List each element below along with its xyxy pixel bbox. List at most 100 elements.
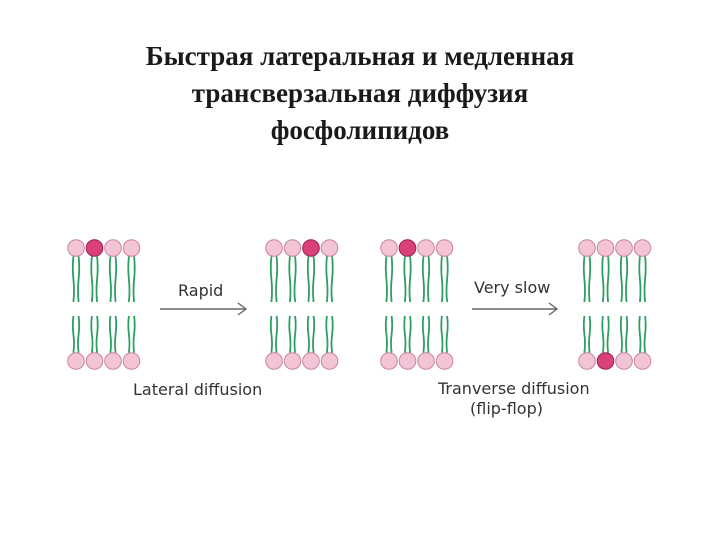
lipid-head	[283, 352, 302, 370]
caption-transverse: Tranverse diffusion	[437, 379, 590, 398]
lipid-head	[380, 352, 398, 370]
lipid-tail	[108, 315, 112, 353]
lipid-head	[435, 239, 454, 257]
lipid-head	[302, 352, 320, 370]
lipid-tail	[275, 256, 279, 303]
lipid-tail	[445, 256, 449, 303]
lipid-head	[596, 239, 615, 257]
arrow-lateral	[160, 302, 248, 316]
lipid-tail	[421, 315, 425, 353]
lipid-head	[85, 352, 104, 370]
lipid-tail	[408, 256, 412, 303]
lipid-head-marked	[596, 352, 615, 370]
lipid-tail	[427, 256, 431, 303]
lipid-tail	[638, 256, 642, 303]
bilayers-group	[67, 239, 652, 370]
lipid-tail	[601, 315, 605, 353]
lipid-tail	[403, 315, 407, 353]
lipid-tail	[643, 256, 647, 303]
bilayer-transverse-before	[380, 239, 454, 370]
lipid-head	[417, 239, 435, 257]
title-line-2: трансверзальная диффузия	[191, 78, 529, 108]
lipid-tail	[127, 256, 131, 303]
lipid-tail	[384, 256, 388, 303]
lipid-head	[265, 239, 283, 257]
lipid-tail	[325, 315, 329, 353]
lipid-tail	[132, 256, 136, 303]
lipid-tail	[330, 315, 334, 353]
lipid-tail	[71, 256, 75, 303]
lipid-tail	[606, 256, 610, 303]
lipid-tail	[403, 256, 407, 303]
lipid-tail	[625, 315, 629, 353]
lipid-tail	[390, 256, 394, 303]
page-title: Быстрая латеральная и медленная трансвер…	[0, 38, 720, 149]
lipid-head	[578, 352, 596, 370]
lipid-tail	[440, 256, 444, 303]
lipid-tail	[77, 315, 81, 353]
lipid-head-marked	[85, 239, 104, 257]
lipid-tail	[427, 315, 431, 353]
bilayer-lateral-before	[67, 239, 141, 370]
lipid-tail	[293, 256, 297, 303]
lipid-tail	[619, 315, 623, 353]
lipid-tail	[330, 256, 334, 303]
lipid-tail	[275, 315, 279, 353]
lipid-head	[104, 239, 122, 257]
lipid-tail	[445, 315, 449, 353]
arrow-lateral-label: Rapid	[178, 281, 223, 300]
lipid-tail	[312, 256, 316, 303]
lipid-head	[633, 352, 652, 370]
lipid-head	[104, 352, 122, 370]
lipid-tail	[288, 315, 292, 353]
bilayer-transverse-after	[578, 239, 652, 370]
lipid-tail	[588, 256, 592, 303]
lipid-tail	[619, 256, 623, 303]
lipid-tail	[269, 256, 273, 303]
arrow-transverse	[472, 302, 559, 316]
lipid-tail	[384, 315, 388, 353]
title-line-1: Быстрая латеральная и медленная	[145, 41, 575, 71]
lipid-tail	[408, 315, 412, 353]
lipid-head	[283, 239, 302, 257]
lipid-head-marked	[302, 239, 320, 257]
lipid-tail	[390, 315, 394, 353]
lipid-tail	[293, 315, 297, 353]
lipid-head	[122, 352, 141, 370]
lipid-head	[122, 239, 141, 257]
lipid-tail	[643, 315, 647, 353]
lipid-head	[67, 352, 85, 370]
lipid-tail	[606, 315, 610, 353]
lipid-tail	[582, 256, 586, 303]
lipid-tail	[77, 256, 81, 303]
lipid-tail	[421, 256, 425, 303]
lipid-tail	[114, 256, 118, 303]
lipid-tail	[306, 256, 310, 303]
lipid-tail	[582, 315, 586, 353]
lipid-tail	[306, 315, 310, 353]
lipid-head	[615, 239, 633, 257]
caption-transverse-subtitle: (flip-flop)	[470, 399, 543, 418]
lipid-head	[265, 352, 283, 370]
lipid-head	[380, 239, 398, 257]
lipid-tail	[114, 315, 118, 353]
bilayer-lateral-after	[265, 239, 339, 370]
lipid-head	[633, 239, 652, 257]
lipid-tail	[288, 256, 292, 303]
arrow-transverse-label: Very slow	[474, 278, 550, 297]
lipid-head	[320, 239, 339, 257]
lipid-tail	[588, 315, 592, 353]
lipid-tail	[108, 256, 112, 303]
lipid-tail	[638, 315, 642, 353]
lipid-head	[615, 352, 633, 370]
lipid-tail	[312, 315, 316, 353]
lipid-tail	[269, 315, 273, 353]
caption-lateral: Lateral diffusion	[133, 380, 262, 399]
lipid-head	[417, 352, 435, 370]
lipid-tail	[90, 315, 94, 353]
lipid-tail	[127, 315, 131, 353]
lipid-tail	[95, 256, 99, 303]
lipid-tail	[601, 256, 605, 303]
title-line-3: фосфолипидов	[270, 115, 450, 145]
